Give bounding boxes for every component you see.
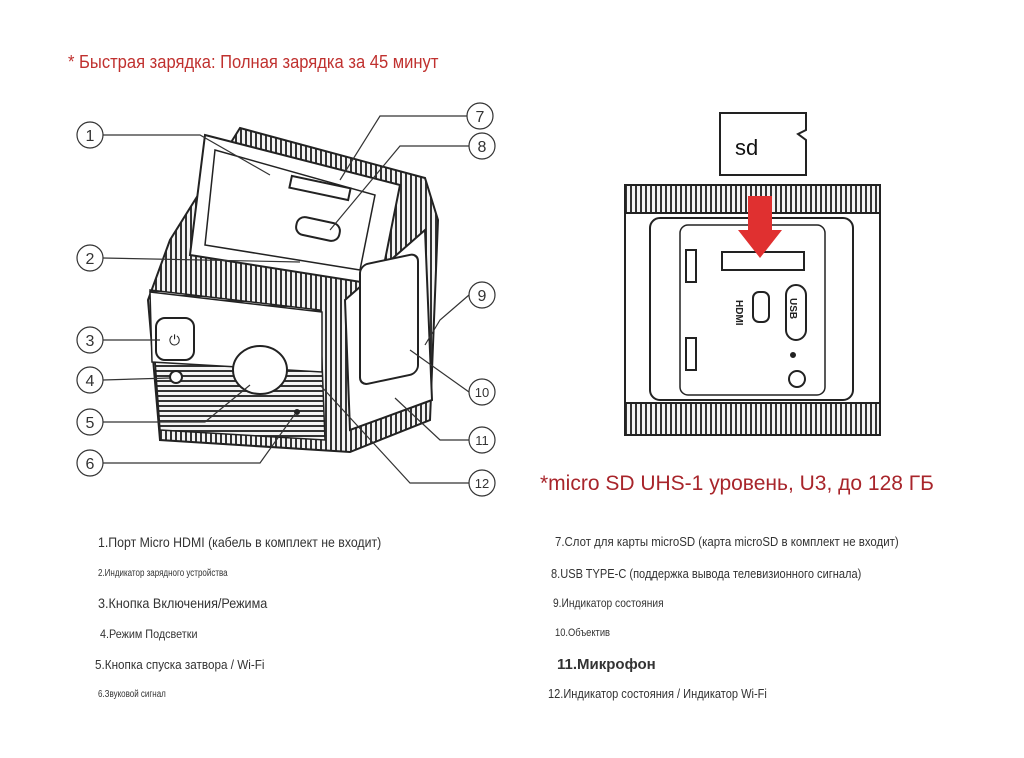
callout-12: 12: [468, 469, 496, 497]
callout-9: 9: [468, 281, 496, 309]
leader-lines: [102, 115, 470, 484]
sd-card-label: sd: [735, 135, 758, 160]
svg-text:7: 7: [476, 109, 485, 126]
desc-10: 10.Объектив: [555, 627, 611, 639]
desc-1: 1.Порт Micro HDMI (кабель в комплект не …: [98, 534, 382, 550]
desc-4: 4.Режим Подсветки: [100, 627, 198, 641]
svg-text:10: 10: [475, 385, 489, 400]
desc-6: 6.Звуковой сигнал: [98, 689, 166, 700]
svg-text:9: 9: [478, 288, 487, 305]
callout-10: 10: [468, 378, 496, 406]
svg-text:12: 12: [475, 476, 489, 491]
callout-11: 11: [468, 426, 496, 454]
sd-card-note: *micro SD UHS-1 уровень, U3, до 128 ГБ: [540, 472, 934, 495]
callout-2: 2: [76, 244, 104, 272]
svg-text:1: 1: [86, 128, 95, 145]
camera-diagram: ⏻ sd HDMI USB: [76, 102, 881, 497]
desc-9: 9.Индикатор состояния: [553, 596, 664, 610]
svg-text:2: 2: [86, 251, 95, 268]
svg-text:5: 5: [86, 415, 95, 432]
desc-7: 7.Слот для карты microSD (карта microSD …: [555, 534, 899, 549]
svg-text:⏻: ⏻: [169, 332, 180, 348]
desc-5: 5.Кнопка спуска затвора / Wi-Fi: [95, 657, 265, 672]
callout-5: 5: [76, 408, 104, 436]
camera-left-view: ⏻: [146, 126, 440, 454]
svg-text:3: 3: [86, 333, 95, 350]
svg-text:8: 8: [478, 139, 487, 156]
callout-6: 6: [76, 449, 104, 477]
callout-8: 8: [468, 132, 496, 160]
svg-text:6: 6: [86, 456, 95, 473]
callout-3: 3: [76, 326, 104, 354]
usb-label: USB: [787, 298, 798, 319]
hdmi-label: HDMI: [733, 300, 744, 326]
desc-12: 12.Индикатор состояния / Индикатор Wi-Fi: [548, 686, 767, 701]
insert-arrow-icon: [748, 196, 772, 232]
callout-7: 7: [466, 102, 494, 130]
desc-2: 2.Индикатор зарядного устройства: [98, 568, 228, 579]
svg-text:11: 11: [475, 433, 489, 448]
svg-text:4: 4: [86, 373, 95, 390]
desc-3: 3.Кнопка Включения/Режима: [98, 595, 268, 611]
callouts: 1 2 3 4 5 6 7 8 9 10 11 12: [76, 102, 496, 497]
callout-4: 4: [76, 366, 104, 394]
desc-8: 8.USB TYPE-C (поддержка вывода телевизио…: [551, 566, 862, 581]
camera-right-view: [624, 112, 881, 436]
fast-charge-title: * Быстрая зарядка: Полная зарядка за 45 …: [68, 52, 439, 72]
callout-1: 1: [76, 121, 104, 149]
desc-11: 11.Микрофон: [557, 656, 656, 673]
